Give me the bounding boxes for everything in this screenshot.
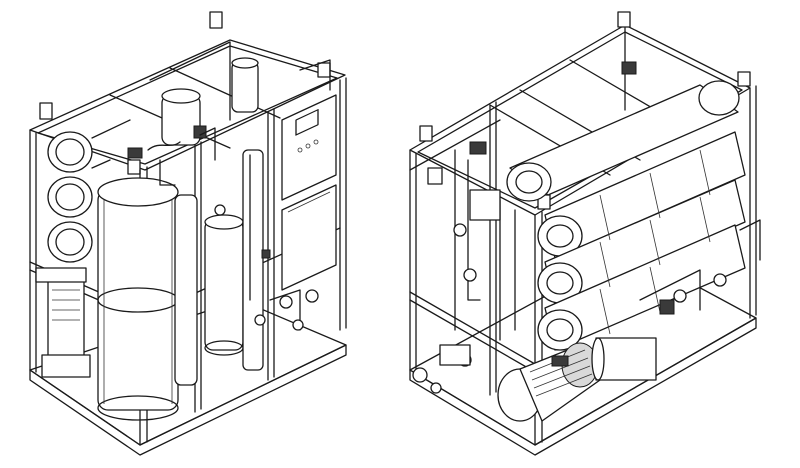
left-unit-view: [29, 11, 347, 456]
lifting-lug: [737, 71, 751, 87]
right-membrane-vessels: [506, 80, 746, 351]
left-vertical-pump: [35, 267, 91, 378]
left-pressure-vessel: [97, 177, 179, 421]
lifting-lug: [317, 62, 331, 78]
right-unit-view: [409, 11, 761, 456]
membrane-vessel: [506, 80, 740, 202]
left-cartridge-filters: [161, 57, 264, 386]
lifting-lug: [419, 125, 433, 142]
lifting-lug: [617, 11, 631, 28]
lifting-lug: [209, 11, 223, 29]
left-membrane-ends: [47, 119, 131, 263]
right-valves-piping: [412, 61, 761, 394]
lifting-lug: [39, 102, 53, 120]
left-valves-piping: [127, 59, 331, 331]
lifting-lug: [127, 159, 141, 175]
membrane-vessel: [537, 179, 746, 306]
left-control-cabinet: [281, 94, 337, 291]
right-motor: [497, 337, 657, 422]
membrane-vessel: [537, 224, 746, 351]
